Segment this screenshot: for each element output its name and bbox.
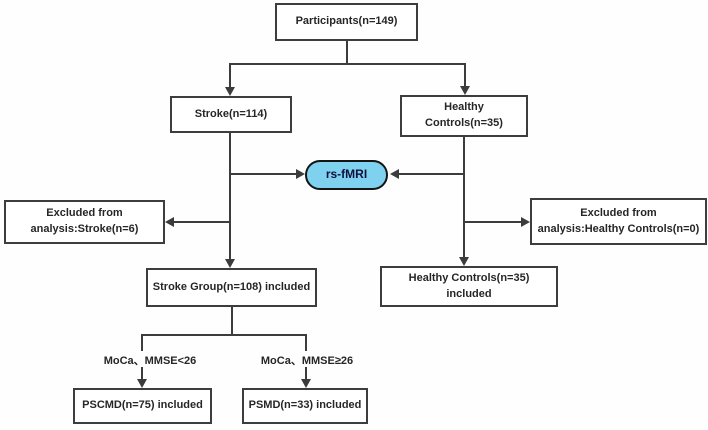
node-participants: Participants(n=149) [275,3,418,41]
arrowhead-into-excluded-healthy [521,217,530,227]
edge-label-moca-mmse-lt26: MoCa、MMSE<26 [103,355,197,367]
arrowhead-into-rsfmri-right [390,169,399,179]
node-healthy-included: Healthy Controls(n=35) included [380,266,558,307]
arrowhead-into-pscmd [137,379,147,388]
connector-down-right-branch-lower [305,367,307,380]
connector-down-to-stroke [229,63,231,87]
connector-healthy-to-rsfmri [399,173,464,175]
node-stroke-group: Stroke Group(n=108) included [146,268,317,307]
arrowhead-into-rsfmri-left [296,169,305,179]
connector-stroke-group-down [231,307,233,335]
connector-down-left-branch-lower [141,367,143,380]
arrowhead-into-healthy [460,86,470,95]
connector-bottom-split-bar [141,334,307,336]
connector-to-excluded-healthy [464,221,521,223]
arrowhead-into-psmd [301,379,311,388]
connector-down-left-branch-upper [141,334,143,351]
connector-to-excluded-stroke [174,221,230,223]
connector-stroke-spine [229,133,231,260]
connector-top-split-bar [229,63,466,65]
node-excluded-stroke: Excluded from analysis:Stroke(n=6) [4,200,165,244]
node-rs-fmri: rs-fMRI [305,160,388,190]
edge-label-moca-mmse-ge26: MoCa、MMSE≥26 [260,355,354,367]
node-pscmd: PSCMD(n=75) included [73,388,212,424]
node-healthy-controls: Healthy Controls(n=35) [400,95,528,137]
arrowhead-into-stroke-group [225,259,235,268]
connector-healthy-spine [463,137,465,258]
node-psmd: PSMD(n=33) included [242,388,368,424]
connector-participants-down [346,41,348,64]
connector-down-to-healthy [464,63,466,87]
arrowhead-into-healthy-included [459,257,469,266]
connector-down-right-branch-upper [305,334,307,351]
node-stroke: Stroke(n=114) [170,96,292,133]
arrowhead-into-excluded-stroke [165,217,174,227]
arrowhead-into-stroke [225,87,235,96]
node-excluded-healthy: Excluded from analysis:Healthy Controls(… [530,198,707,245]
connector-stroke-to-rsfmri [230,173,296,175]
